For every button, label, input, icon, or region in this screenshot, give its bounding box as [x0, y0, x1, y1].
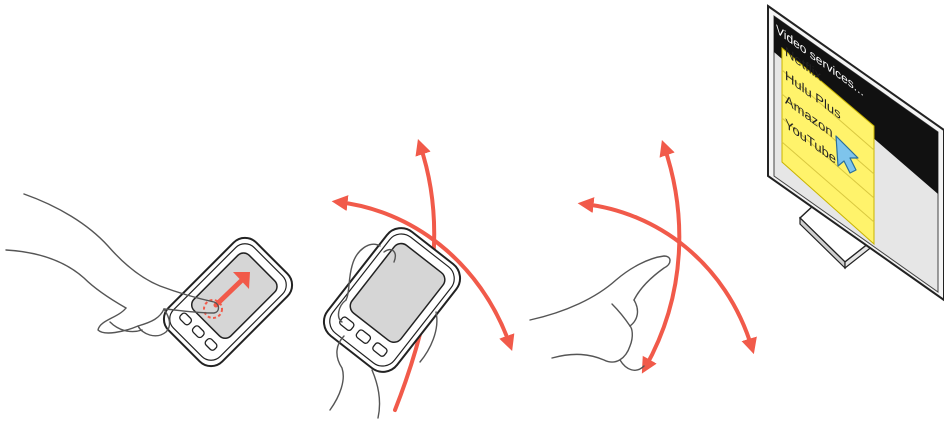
panel-touch-swipe	[6, 194, 299, 373]
panel-device-tilt	[317, 145, 510, 418]
panel-air-pointing	[530, 146, 752, 370]
phone-icon	[317, 221, 468, 379]
phone-icon	[157, 231, 298, 372]
pointing-hand-icon	[530, 256, 670, 370]
tv-monitor-icon	[768, 6, 944, 300]
